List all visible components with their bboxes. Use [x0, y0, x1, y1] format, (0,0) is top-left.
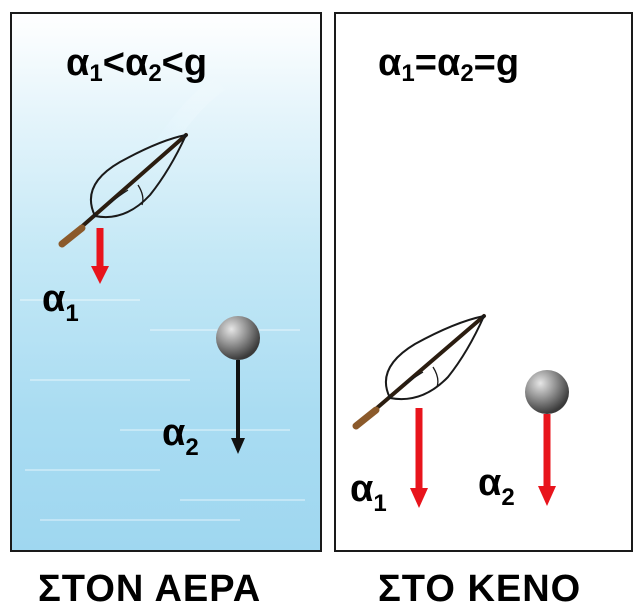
arrow-a1-vacuum	[410, 408, 428, 508]
ball-air	[216, 316, 260, 360]
ball-vacuum	[525, 370, 569, 414]
label-a2-vacuum: α2	[478, 462, 515, 512]
caption-vacuum: ΣΤΟ ΚΕΝΟ	[378, 568, 581, 611]
label-a1-vacuum: α1	[350, 468, 387, 518]
vacuum-acceleration-relation: α1=α2=g	[378, 42, 519, 88]
feather-trail	[150, 78, 225, 160]
air-streaks	[20, 300, 305, 520]
caption-air: ΣΤΟΝ ΑΕΡΑ	[38, 568, 261, 611]
label-a2-air: α2	[162, 412, 199, 462]
arrow-a1-air	[91, 228, 109, 284]
feather-air	[62, 135, 186, 244]
arrow-a2-air	[231, 360, 245, 454]
label-a1-air: α1	[42, 278, 79, 328]
arrow-a2-vacuum	[538, 414, 556, 506]
air-acceleration-relation: α1<α2<g	[66, 42, 207, 88]
